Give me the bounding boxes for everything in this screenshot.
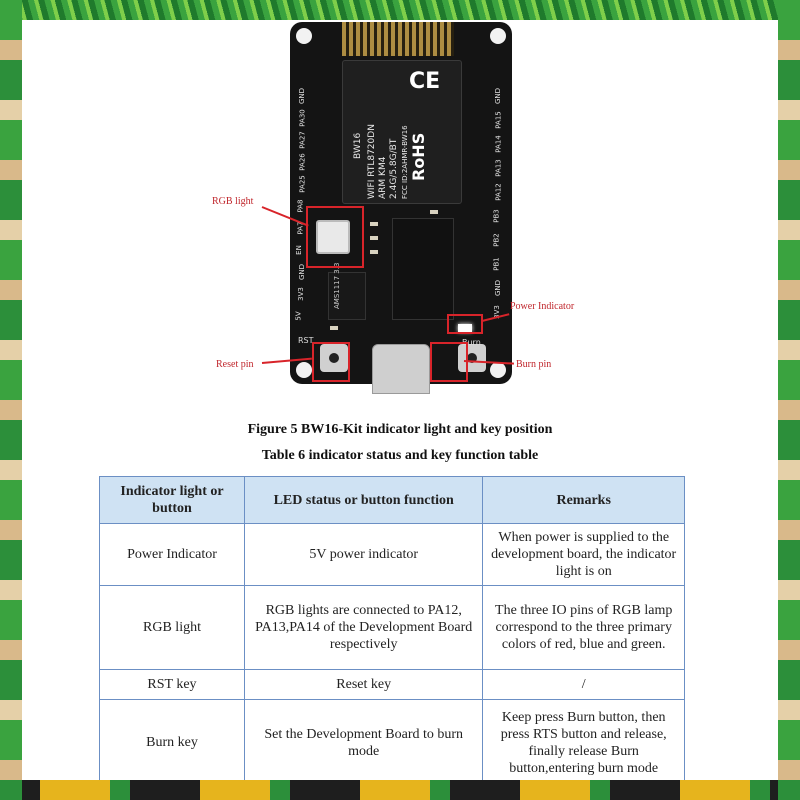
table-header-row: Indicator light or button LED status or … — [99, 476, 685, 524]
pin-label: GND — [298, 263, 307, 281]
table-cell: RST key — [99, 669, 245, 700]
table-cell: RGB lights are connected to PA12, PA13,P… — [243, 585, 484, 670]
rohs-mark: RoHS — [409, 132, 428, 181]
module-line: FCC ID:2AHMR-BW16 — [401, 125, 409, 199]
table-cell: When power is supplied to the developmen… — [482, 523, 685, 586]
pin-label: PA26 — [298, 153, 307, 171]
column-header: Remarks — [482, 476, 685, 524]
pin-label: PA8 — [296, 199, 305, 213]
reset-pin-highlight — [312, 342, 350, 382]
mount-hole — [296, 362, 312, 378]
regulator-label: AMS1117 3.3 — [333, 262, 341, 309]
mount-hole — [296, 28, 312, 44]
smd-component — [330, 326, 338, 330]
table-row: Power Indicator 5V power indicator When … — [99, 523, 685, 586]
mount-hole — [490, 28, 506, 44]
table-cell: Keep press Burn button, then press RTS b… — [482, 699, 685, 780]
pcb-antenna — [342, 22, 454, 56]
pin-label: PA30 — [298, 109, 307, 127]
indicator-function-table: Indicator light or button LED status or … — [99, 476, 685, 780]
pin-label: 3V3 — [296, 287, 305, 301]
column-header: LED status or button function — [243, 476, 484, 524]
table-cell: 5V power indicator — [243, 523, 484, 586]
module-line: BW16 — [353, 132, 363, 159]
table-cell: RGB light — [99, 585, 245, 670]
column-header: Indicator light or button — [99, 476, 245, 524]
smd-component — [370, 250, 378, 254]
right-pin-header: GND PA15 PA14 PA13 PA12 PB3 PB2 PB1 GND … — [490, 88, 508, 342]
module-line: ARM KM4 — [378, 156, 388, 199]
table-caption: Table 6 indicator status and key functio… — [261, 448, 539, 463]
table-cell: The three IO pins of RGB lamp correspond… — [482, 585, 685, 670]
decorative-border-bottom — [0, 780, 800, 800]
power-indicator-highlight — [447, 314, 483, 334]
pin-label: PA25 — [298, 175, 307, 193]
bw16-module: CE RoHS BW16 WIFI RTL8720DN ARM KM4 2.4G… — [342, 60, 462, 204]
smd-component — [370, 236, 378, 240]
smd-component — [370, 222, 378, 226]
pin-label: 5V — [294, 311, 303, 321]
bw16-kit-board-image: CE RoHS BW16 WIFI RTL8720DN ARM KM4 2.4G… — [290, 22, 512, 394]
table-cell: / — [482, 669, 685, 700]
pin-label: PB1 — [492, 257, 501, 271]
rgb-led-component — [316, 220, 350, 254]
burn-button-component — [458, 344, 486, 372]
pin-label: PA27 — [298, 131, 307, 149]
power-led-component — [458, 324, 472, 332]
pin-label: PA15 — [494, 111, 503, 129]
table-cell: Reset key — [243, 669, 484, 700]
document-page: CE RoHS BW16 WIFI RTL8720DN ARM KM4 2.4G… — [22, 20, 778, 780]
table-row: Burn key Set the Development Board to bu… — [99, 699, 685, 780]
module-line: WIFI RTL8720DN — [367, 124, 377, 199]
burn-pin-highlight — [430, 342, 468, 382]
mount-hole — [490, 362, 506, 378]
rgb-light-callout: RGB light — [212, 196, 254, 207]
reset-button-component — [320, 344, 348, 372]
rst-label: RST — [298, 336, 314, 345]
table-row: RST key Reset key / — [99, 669, 685, 700]
usb-serial-chip — [392, 218, 454, 320]
ce-mark: CE — [409, 69, 441, 94]
pin-label: EN — [294, 245, 303, 255]
pin-label: PB3 — [492, 209, 501, 223]
pin-label: PA13 — [494, 159, 503, 177]
decorative-border-right — [778, 0, 800, 800]
usb-c-connector — [372, 344, 430, 394]
reset-pin-callout: Reset pin — [216, 359, 254, 370]
smd-component — [430, 210, 438, 214]
figure-caption: Figure 5 BW16-Kit indicator light and ke… — [247, 422, 553, 437]
pin-label: PB2 — [492, 233, 501, 247]
decorative-border-top — [0, 0, 800, 20]
burn-pin-callout: Burn pin — [516, 359, 552, 370]
module-line: 2.4G/5.8G/BT — [389, 138, 399, 199]
table-cell: Power Indicator — [99, 523, 245, 586]
power-indicator-callout: Power Indicator — [510, 301, 575, 312]
pin-label: PA14 — [494, 135, 503, 153]
pin-label: GND — [494, 279, 503, 297]
voltage-regulator: AMS1117 3.3 — [328, 263, 366, 320]
pin-label: GND — [494, 87, 503, 105]
burn-label: Burn — [462, 338, 481, 347]
pin-label: GND — [298, 87, 307, 105]
table-cell: Set the Development Board to burn mode — [243, 699, 484, 780]
table-cell: Burn key — [99, 699, 245, 780]
pin-label: PA12 — [494, 183, 503, 201]
decorative-border-left — [0, 0, 22, 800]
rgb-light-highlight — [306, 206, 364, 268]
table-row: RGB light RGB lights are connected to PA… — [99, 585, 685, 670]
